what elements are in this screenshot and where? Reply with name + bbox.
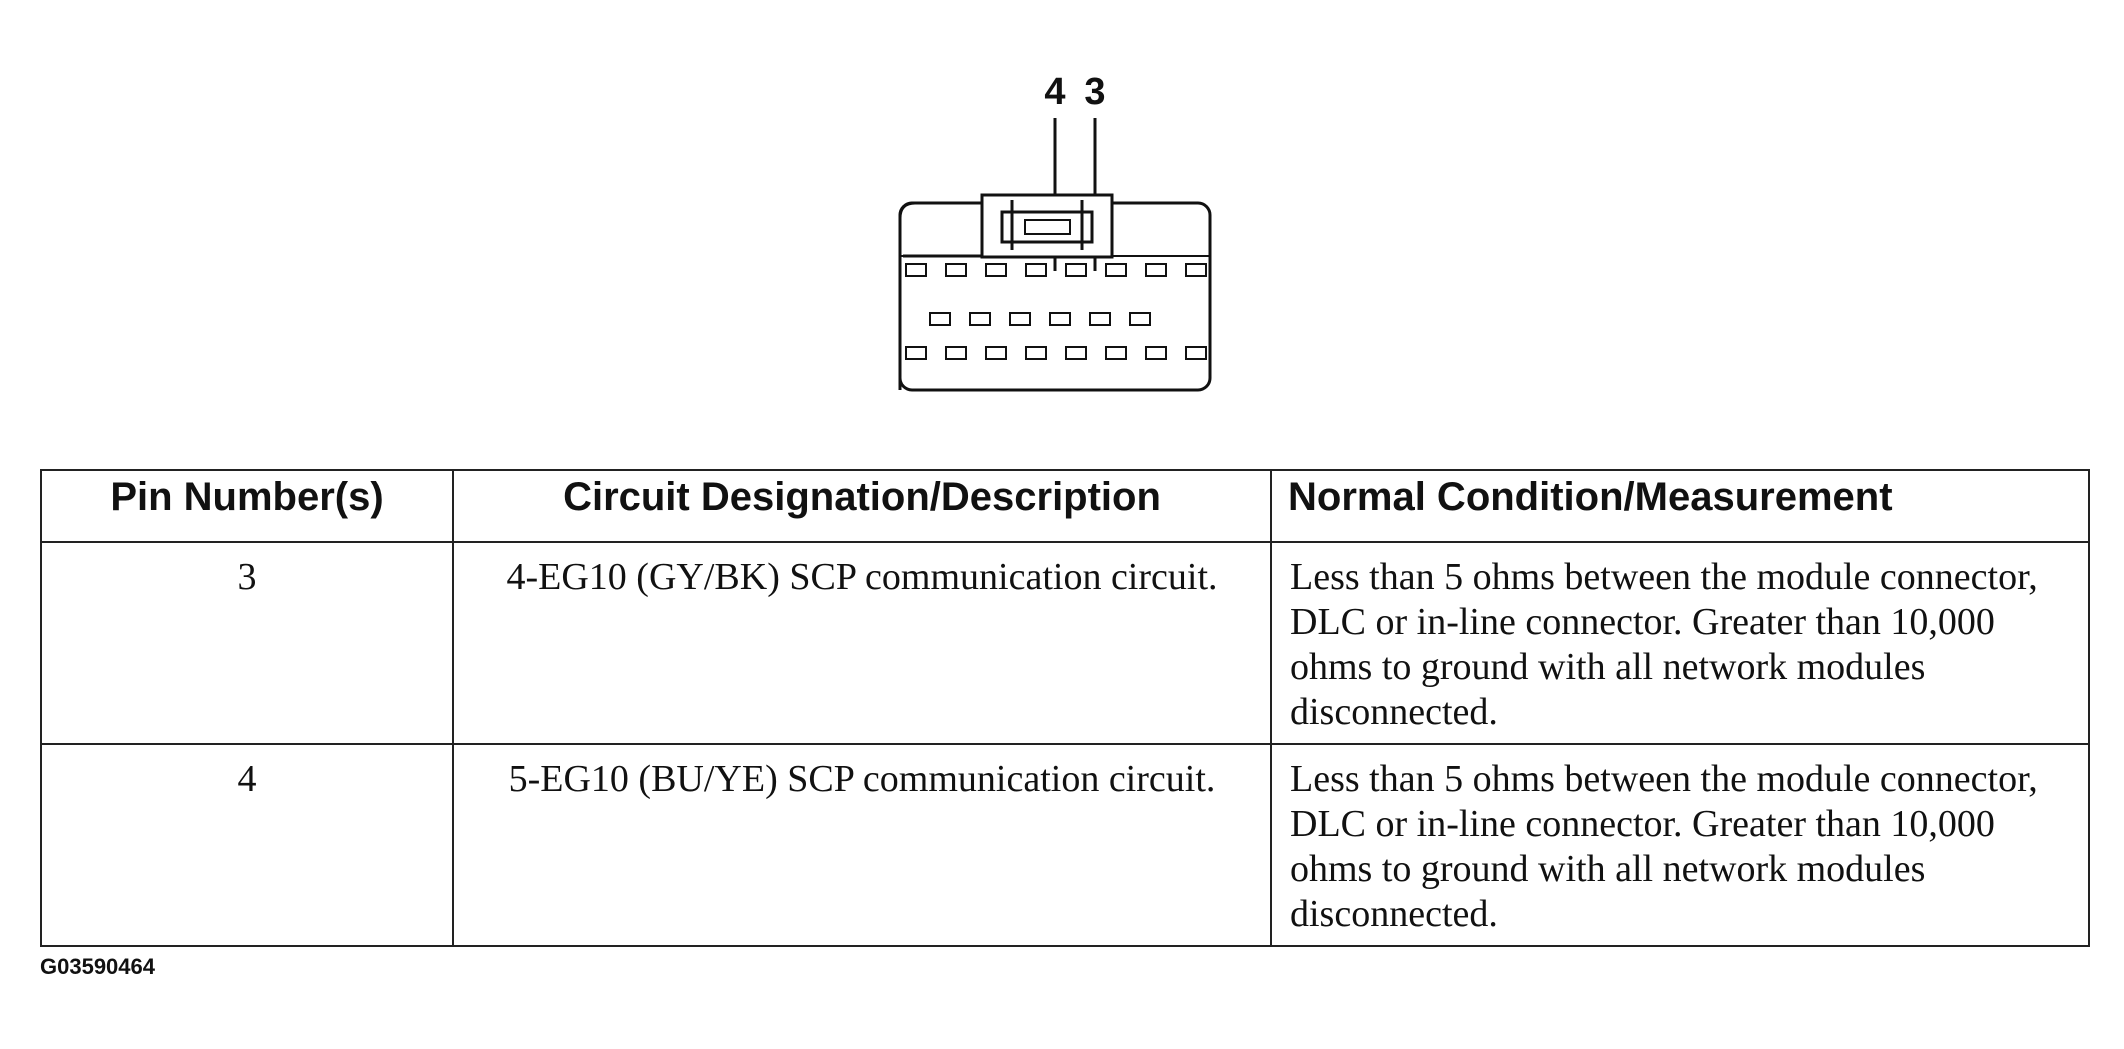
pin-cavity [1089, 312, 1111, 326]
table-row: 4 5-EG10 (BU/YE) SCP communication circu… [40, 743, 2090, 947]
pin-cavity [1145, 263, 1167, 277]
cell-circuit-description: 5-EG10 (BU/YE) SCP communication circuit… [452, 743, 1272, 947]
pin-cavity [1065, 346, 1087, 360]
pin-cavity [985, 346, 1007, 360]
pin-cavity-3 [1065, 263, 1087, 277]
connector-latch-tab [1024, 219, 1071, 235]
cavity-row-1 [905, 263, 1207, 277]
pin-cavity [969, 312, 991, 326]
table-row: 3 4-EG10 (GY/BK) SCP communication circu… [40, 541, 2090, 745]
cell-normal-condition: Less than 5 ohms between the module conn… [1270, 743, 2090, 947]
cell-pin-number: 4 [40, 743, 454, 947]
pin-cavity [929, 312, 951, 326]
pin-cavity [905, 263, 927, 277]
connector-diagram: 4 3 [870, 60, 1230, 400]
pin-cavity [1185, 263, 1207, 277]
cell-circuit-description: 4-EG10 (GY/BK) SCP communication circuit… [452, 541, 1272, 745]
pin-cavity [985, 263, 1007, 277]
pin-table: Pin Number(s) Circuit Designation/Descri… [40, 469, 2090, 947]
pin-cavity [1025, 346, 1047, 360]
figure-id: G03590464 [40, 954, 155, 979]
cavity-row-2 [929, 312, 1151, 326]
connector-latch [980, 193, 1114, 259]
cavity-row-3 [905, 346, 1207, 360]
pin-cavity [945, 263, 967, 277]
header-pin-number: Pin Number(s) [40, 469, 454, 543]
connector-body-left [898, 201, 984, 390]
pin-cavity [905, 346, 927, 360]
pin-cavity [1105, 263, 1127, 277]
cell-normal-condition: Less than 5 ohms between the module conn… [1270, 541, 2090, 745]
pin-cavity [1049, 312, 1071, 326]
pin-cavity-4 [1025, 263, 1047, 277]
pin-cavity [945, 346, 967, 360]
connector-drawing: 4 3 [898, 71, 1212, 392]
connector-latch-inner [1000, 210, 1094, 244]
pin-cavity [1009, 312, 1031, 326]
table-header-row: Pin Number(s) Circuit Designation/Descri… [40, 469, 2090, 543]
pin-cavity [1145, 346, 1167, 360]
pin-label-3: 3 [1084, 71, 1105, 113]
pin-cavity [1129, 312, 1151, 326]
pin-cavity [1185, 346, 1207, 360]
cell-pin-number: 3 [40, 541, 454, 745]
header-circuit-description: Circuit Designation/Description [452, 469, 1272, 543]
pin-label-4: 4 [1044, 71, 1065, 113]
header-normal-condition: Normal Condition/Measurement [1270, 469, 2090, 543]
pin-cavity [1105, 346, 1127, 360]
